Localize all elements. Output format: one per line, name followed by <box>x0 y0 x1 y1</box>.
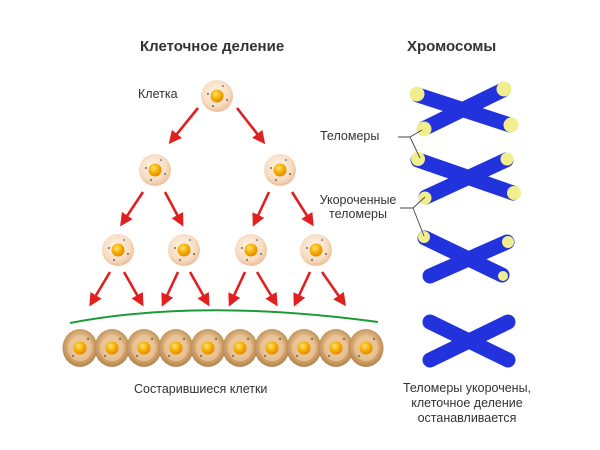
chromosome-icon <box>417 230 515 284</box>
arrow-icon <box>161 271 180 307</box>
cell-icon <box>139 154 171 186</box>
aging-curve <box>69 309 379 324</box>
aged-cells-caption: Состарившиеся клетки <box>134 382 268 396</box>
cell-icon <box>300 234 332 266</box>
aged-cell-icon <box>222 329 258 367</box>
stop-caption-line3: останавливается <box>417 411 517 425</box>
chromosome-icon <box>422 314 516 368</box>
arrow-icon <box>255 271 278 307</box>
chromosome-icon <box>410 152 521 205</box>
shortened-telomeres-line1: Укороченные <box>319 193 397 207</box>
chromosomes-title: Хромосомы <box>407 38 497 55</box>
cell-icon <box>264 154 296 186</box>
arrow-icon <box>320 271 346 307</box>
arrow-icon <box>120 191 145 227</box>
telomere-icon <box>418 231 430 243</box>
aged-cell-icon <box>158 329 194 367</box>
aged-cell-icon <box>348 329 384 367</box>
shortened-telomeres-line2: теломеры <box>329 207 387 221</box>
aged-cell-icon <box>126 329 162 367</box>
label-pointers <box>398 129 426 237</box>
arrow-icon <box>293 271 312 307</box>
shortened-telomeres-label: Укороченные теломеры <box>316 193 400 221</box>
telomeres-label: Теломеры <box>320 129 380 143</box>
aged-cell-icon <box>254 329 290 367</box>
telomere-icon <box>411 152 425 166</box>
cell-icon <box>168 234 200 266</box>
chromosome-group <box>409 81 521 368</box>
telomere-icon <box>500 152 514 166</box>
telomere-icon <box>507 186 521 200</box>
arrow-icon <box>252 191 271 227</box>
cell-division-title: Клеточное деление <box>140 38 285 55</box>
arrow-icon <box>168 107 200 145</box>
arrow-icon <box>235 107 266 145</box>
chromosome-icon <box>409 81 519 137</box>
arrow-icon <box>89 271 112 307</box>
aged-cell-icon <box>190 329 226 367</box>
cell-icon <box>235 234 267 266</box>
telomere-icon <box>496 81 512 97</box>
aged-cell-icon <box>286 329 322 367</box>
aged-cell-icon <box>62 329 98 367</box>
stop-division-caption: Теломеры укорочены, клеточное деление ос… <box>372 381 562 426</box>
telomere-pointer <box>409 136 421 159</box>
telomere-icon <box>409 86 425 102</box>
telomere-icon <box>498 271 508 281</box>
shortened-telomere-pointer <box>412 207 425 237</box>
telomere-icon <box>418 191 432 205</box>
arrow-icon <box>188 271 210 307</box>
telomere-icon <box>502 236 514 248</box>
arrow-icon <box>228 271 247 307</box>
arrow-icon <box>290 191 314 227</box>
aged-cell-icon <box>94 329 130 367</box>
cell-label: Клетка <box>138 87 178 101</box>
aged-cell-icon <box>318 329 354 367</box>
stop-caption-line2: клеточное деление <box>411 396 523 410</box>
aged-cells-row <box>62 329 384 367</box>
cell-icon <box>102 234 134 266</box>
arrow-icon <box>122 271 144 307</box>
arrow-icon <box>163 191 184 227</box>
cell-icon <box>201 80 233 112</box>
telomere-icon <box>503 117 519 133</box>
arrows <box>89 107 346 307</box>
stop-caption-line1: Теломеры укорочены, <box>402 381 532 395</box>
telomere-icon <box>416 121 432 137</box>
